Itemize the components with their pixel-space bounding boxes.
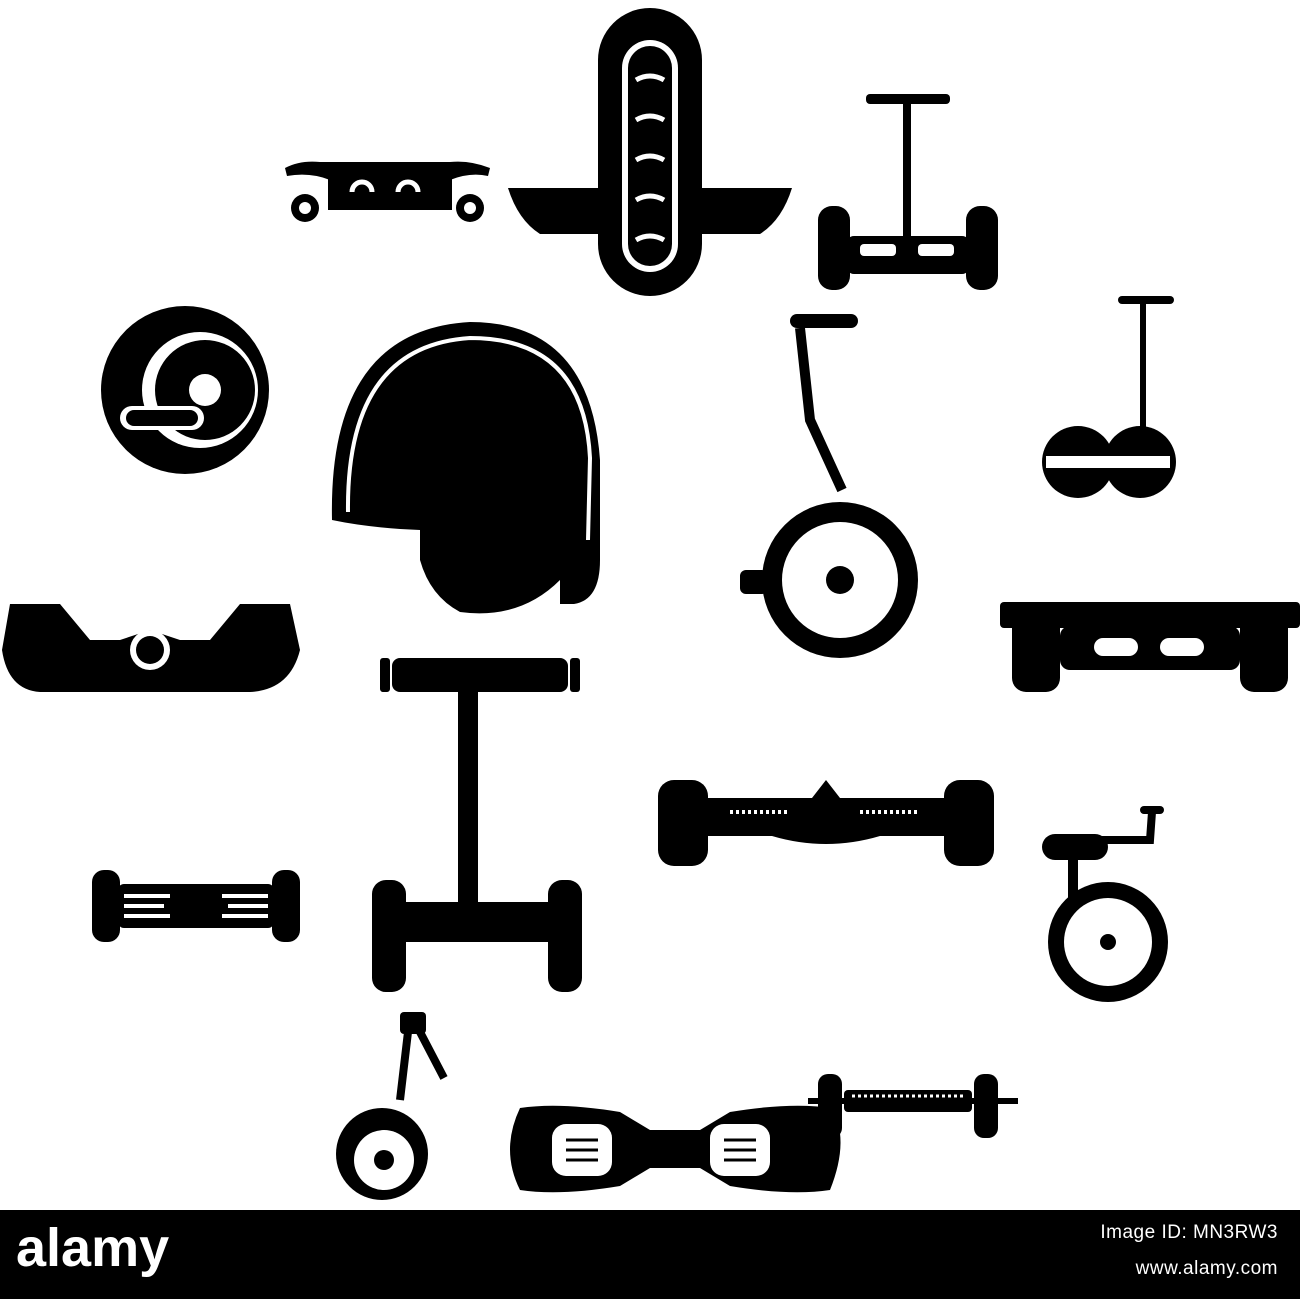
- site-url[interactable]: www.alamy.com: [1135, 1258, 1278, 1279]
- hoverboard-front-icon: [658, 780, 994, 866]
- alamy-logo: alamy: [16, 1218, 169, 1278]
- one-wheel-scooter-icon: [336, 1012, 448, 1200]
- electric-skateboard-icon: [285, 161, 490, 222]
- hoverboard-axle-icon: [808, 1074, 1018, 1138]
- hoverboard-long-icon: [1000, 602, 1300, 692]
- image-id-text: Image ID: MN3RW3: [1100, 1222, 1278, 1243]
- hoverboard-side-icon: [2, 604, 300, 692]
- segway-top-icon: [818, 94, 998, 290]
- footer-bar: [0, 1210, 1300, 1299]
- segway-side-icon: [740, 314, 918, 658]
- segway-front-icon: [372, 658, 582, 992]
- unicycle-icon: [1042, 806, 1168, 1002]
- monowheel-icon: [508, 8, 792, 296]
- segway-small-icon: [1042, 296, 1176, 498]
- hoverboard-top-icon: [510, 1105, 841, 1193]
- svg-text:alamy: alamy: [16, 1218, 169, 1278]
- hoverboard-small-icon: [92, 870, 300, 942]
- icon-set-canvas: [2, 8, 1300, 1200]
- hoverboard-wheel-icon: [101, 306, 269, 474]
- helmet-icon: [331, 322, 600, 614]
